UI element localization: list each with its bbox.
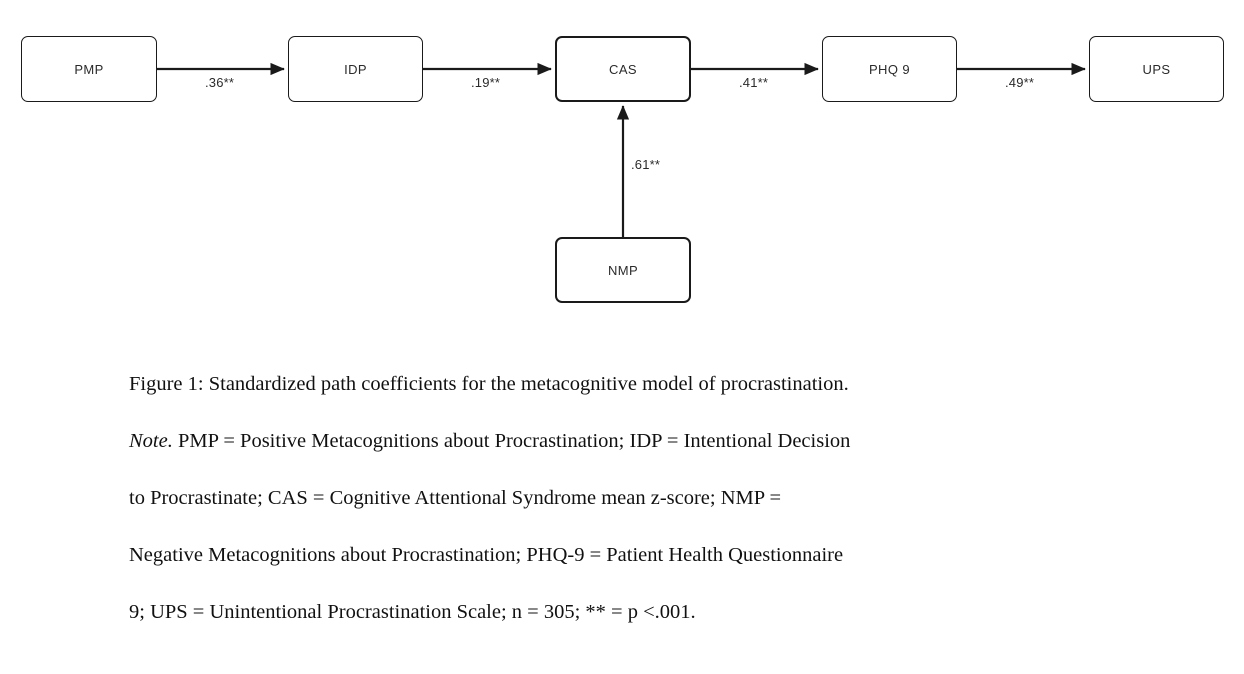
node-phq9[interactable]: PHQ 9 bbox=[822, 36, 957, 102]
node-pmp-label: PMP bbox=[74, 61, 104, 77]
node-idp-label: IDP bbox=[344, 61, 367, 77]
node-cas-label: CAS bbox=[609, 61, 637, 77]
node-phq9-label: PHQ 9 bbox=[868, 61, 910, 77]
caption-note-line-1: Note. PMP = Positive Metacognitions abou… bbox=[129, 413, 1129, 470]
path-diagram: PMP IDP CAS PHQ 9 UPS NMP .36** .19** .4… bbox=[0, 0, 1244, 330]
caption-note-line-3: Negative Metacognitions about Procrastin… bbox=[129, 544, 844, 566]
node-cas[interactable]: CAS bbox=[555, 36, 691, 102]
coefficient-pmp-idp: .36** bbox=[205, 75, 235, 90]
node-ups[interactable]: UPS bbox=[1089, 36, 1224, 102]
coefficient-phq9-ups: .49** bbox=[1005, 75, 1035, 90]
node-nmp[interactable]: NMP bbox=[555, 237, 691, 303]
caption-note-label: Note. bbox=[129, 430, 173, 452]
coefficient-idp-cas: .19** bbox=[471, 75, 501, 90]
coefficient-cas-phq9: .41** bbox=[739, 75, 769, 90]
node-nmp-label: NMP bbox=[607, 262, 639, 278]
figure-caption: Figure 1: Standardized path coefficients… bbox=[129, 356, 1129, 641]
caption-note-line-4: 9; UPS = Unintentional Procrastination S… bbox=[129, 601, 696, 623]
node-ups-label: UPS bbox=[1142, 61, 1171, 77]
caption-note-line-2: to Procrastinate; CAS = Cognitive Attent… bbox=[129, 487, 782, 509]
caption-title: Figure 1: Standardized path coefficients… bbox=[129, 373, 849, 395]
coefficient-nmp-cas: .61** bbox=[631, 157, 661, 172]
node-idp[interactable]: IDP bbox=[288, 36, 423, 102]
node-pmp[interactable]: PMP bbox=[21, 36, 157, 102]
caption-note-line-1-rest: PMP = Positive Metacognitions about Proc… bbox=[172, 430, 851, 452]
